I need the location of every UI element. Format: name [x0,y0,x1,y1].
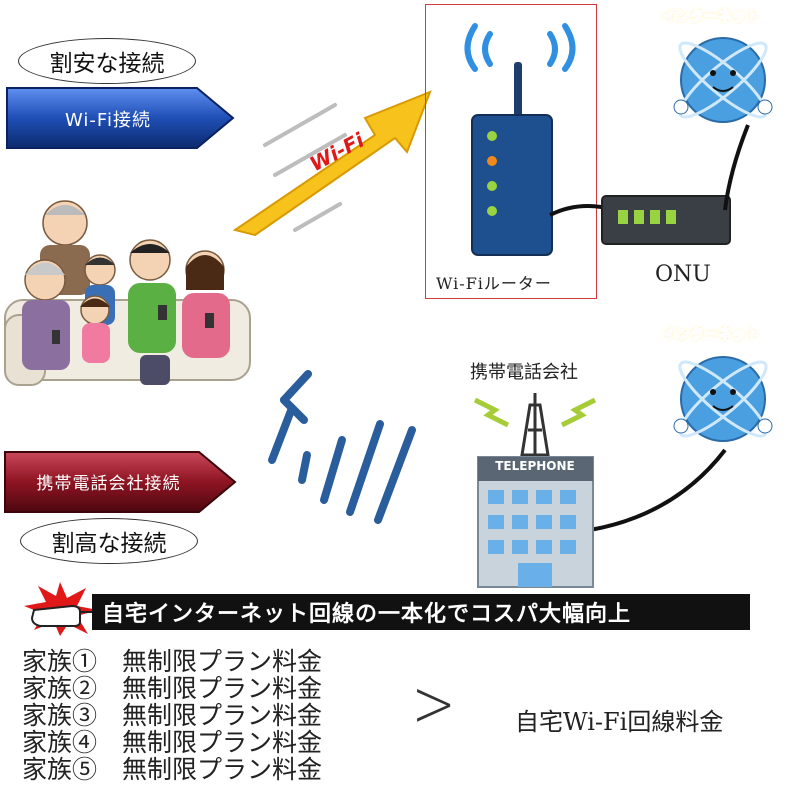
plan-line-5: 家族⑤ 無制限プラン料金 [22,755,323,784]
router-caption: Wi-Fiルーター [436,274,552,293]
telephone-sign: TELEPHONE [495,459,575,473]
wifi-signal-icon [464,23,576,72]
plan-line-2: 家族② 無制限プラン料金 [22,674,323,703]
carrier-connection-arrow [4,451,237,513]
plan-line-3: 家族③ 無制限プラン料金 [22,701,323,730]
family-on-sofa-illustration [4,200,251,386]
onu-caption: ONU [655,262,711,287]
wifi-signal-arrow [232,90,432,237]
cheap-connection-oval: 割安な接続 [18,38,196,84]
home-wifi-fee: 自宅Wi-Fi回線料金 [515,708,724,736]
internet-globe-icon [673,37,773,123]
onu-icon [601,195,731,245]
wifi-connection-label: Wi-Fi接続 [65,110,151,131]
summary-banner: 自宅インターネット回線の一本化でコスパ大幅向上 [92,594,750,630]
router-icon [471,62,553,256]
onu-internet-cable [723,124,750,211]
wifi-connection-arrow [6,87,235,149]
telephone-building-icon [473,393,597,588]
plan-line-4: 家族④ 無制限プラン料金 [22,728,323,757]
internet-label-bottom: インターネット [662,327,761,344]
expensive-connection-label: 割高な接続 [51,531,167,557]
expensive-connection-oval: 割高な接続 [20,518,198,564]
plan-line-1: 家族① 無制限プラン料金 [22,647,323,676]
internet-label-top: インターネット [662,9,761,26]
greater-than-symbol: > [411,665,456,742]
building-internet-cable [589,448,727,532]
antenna-icon [268,370,416,524]
router-frame [425,4,597,299]
carrier-caption: 携帯電話会社 [470,362,578,383]
carrier-connection-label: 携帯電話会社接続 [36,473,181,494]
cheap-connection-label: 割安な接続 [49,51,165,77]
internet-globe-icon [673,356,773,442]
summary-banner-text: 自宅インターネット回線の一本化でコスパ大幅向上 [102,602,632,627]
pointing-hand-icon [24,582,98,636]
